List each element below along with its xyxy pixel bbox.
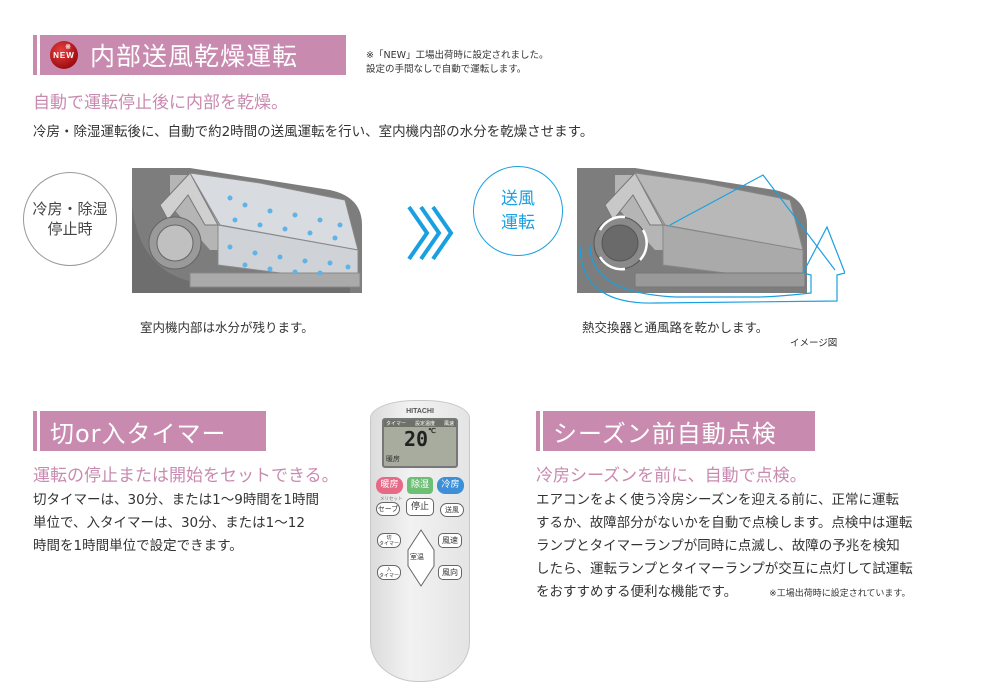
header-block: 切or入タイマー	[40, 411, 266, 451]
dry-button[interactable]: 除湿	[407, 477, 433, 494]
fan-speed-button[interactable]: 風速	[438, 533, 462, 548]
new-badge-icon: ※ NEW	[50, 41, 78, 69]
cool-button[interactable]: 冷房	[437, 477, 464, 494]
reset-label: メリセット	[380, 497, 403, 502]
section1-subtitle: 自動で運転停止後に内部を乾燥。	[33, 93, 288, 113]
room-temp-up-down-button[interactable]	[406, 528, 436, 588]
section-header-timer: 切or入タイマー	[33, 411, 266, 451]
factory-footnote: ※工場出荷時に設定されています。	[769, 589, 911, 599]
section2-description: 切タイマーは、30分、または1〜9時間を1時間 単位で、入タイマーは、30分、ま…	[33, 492, 319, 554]
header-accent-bar	[536, 411, 540, 451]
lcd-temperature: 20	[404, 427, 429, 451]
header-accent-bar	[33, 35, 37, 75]
header-block: シーズン前自動点検	[543, 411, 815, 451]
off-timer-button[interactable]: 切 タイマー	[377, 533, 401, 548]
chevron-right-arrows-icon	[407, 205, 454, 261]
ac-unit-wet-illustration	[132, 168, 362, 293]
new-note: ※「NEW」工場出荷時に設定されました。 設定の手間なしで自動で運転します。	[366, 50, 549, 75]
section-title: シーズン前自動点検	[553, 419, 777, 448]
section1-description: 冷房・除湿運転後に、自動で約2時間の送風運転を行い、室内機内部の水分を乾燥させま…	[33, 124, 594, 140]
fan-button[interactable]: 送風	[440, 503, 464, 517]
section2-subtitle: 運転の停止または開始をセットできる。	[33, 466, 339, 486]
lcd-mode: 暖房	[386, 455, 400, 463]
section3-subtitle: 冷房シーズンを前に、自動で点検。	[536, 466, 807, 486]
section-title: 切or入タイマー	[50, 419, 227, 448]
section-header-internal-drying: ※ NEW 内部送風乾燥運転	[33, 35, 346, 75]
header-accent-bar	[33, 411, 37, 451]
section3-description: エアコンをよく使う冷房シーズンを迎える前に、正常に運転 するか、故障部分がないか…	[536, 492, 913, 600]
after-caption: 熱交換器と通風路を乾かします。	[582, 320, 769, 335]
stop-button[interactable]: 停止	[406, 498, 434, 516]
section-header-preseason-check: シーズン前自動点検	[536, 411, 815, 451]
fan-operation-circle: 送風 運転	[473, 166, 563, 256]
direction-button[interactable]: 風向	[438, 565, 462, 580]
section-title: 内部送風乾燥運転	[90, 42, 299, 71]
save-button[interactable]: セーブ	[376, 502, 400, 516]
remote-brand: HITACHI	[406, 408, 434, 415]
ac-unit-dry-illustration	[577, 168, 845, 304]
heat-button[interactable]: 暖房	[376, 477, 403, 494]
remote-control: HITACHI タイマー 設定温度 風速 20℃ 暖房 暖房 除湿 冷房 メリセ…	[370, 400, 470, 682]
room-temp-label: 室温	[410, 553, 424, 561]
before-state-circle: 冷房・除湿 停止時	[23, 172, 117, 266]
header-block: ※ NEW 内部送風乾燥運転	[40, 35, 346, 75]
image-note: イメージ図	[790, 338, 838, 349]
before-caption: 室内機内部は水分が残ります。	[140, 320, 314, 335]
remote-lcd: タイマー 設定温度 風速 20℃ 暖房	[382, 418, 458, 468]
on-timer-button[interactable]: 入 タイマー	[377, 565, 401, 580]
